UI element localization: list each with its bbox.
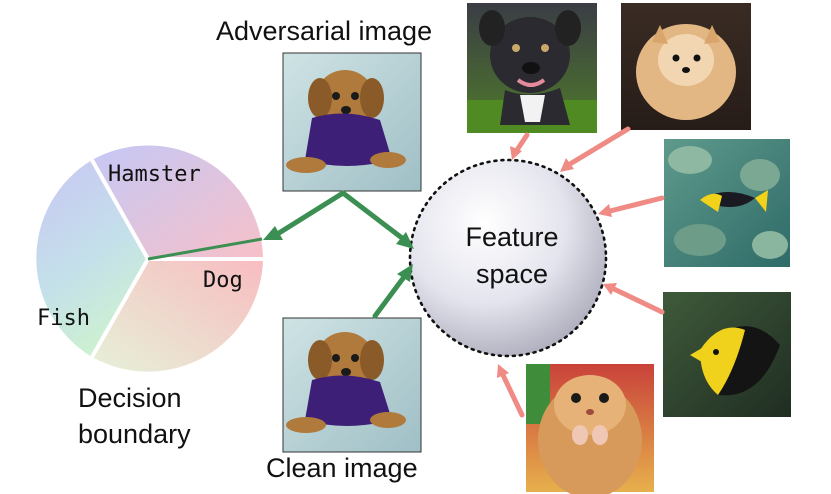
arrow-dog-black-head <box>510 146 522 160</box>
arrow-hamster <box>500 372 525 418</box>
class-label-hamster: Hamster <box>108 162 201 187</box>
arrow-reef-fish-head <box>598 204 612 217</box>
arrow-hamster-head <box>497 364 509 378</box>
arrow-dog-black <box>514 132 530 153</box>
feature-space-sphere: Feature space <box>408 158 608 358</box>
arrow-clean-to-feature <box>372 274 407 319</box>
pie-sector-hamster <box>92 145 263 259</box>
arrow-clean-to-feature-head <box>397 264 413 282</box>
feature-space-label-line2: space <box>476 259 548 289</box>
adversarial-image-label: Adversarial image <box>216 16 432 46</box>
decision-boundary-pie: Hamster Dog Fish <box>36 145 263 372</box>
arrow-pomeranian-head <box>560 158 574 172</box>
class-label-dog: Dog <box>203 268 243 293</box>
arrow-reef-fish <box>607 195 665 214</box>
boundary-line <box>90 258 150 358</box>
decision-boundary-label-line2: boundary <box>78 419 191 449</box>
dog-photo-black <box>467 3 597 133</box>
fish-photo-reef <box>664 139 790 267</box>
class-label-fish: Fish <box>37 306 90 331</box>
decision-boundary-label-line1: Decision <box>78 383 182 413</box>
adversarial-image <box>282 52 422 192</box>
arrow-adversarial-to-feature-head <box>396 232 414 249</box>
green-arrows <box>263 190 414 319</box>
pie-sector-dog <box>92 259 263 372</box>
feature-space-label-line1: Feature <box>465 222 558 252</box>
arrow-angelfish-head <box>603 283 617 295</box>
arrow-angelfish <box>611 286 665 315</box>
arrow-adversarial-to-feature <box>340 190 405 241</box>
clean-image <box>282 317 422 453</box>
clean-image-label: Clean image <box>266 453 418 483</box>
arrow-adversarial-to-pie <box>276 190 346 236</box>
arrow-pomeranian <box>567 126 631 167</box>
arrow-adversarial-to-pie-head <box>263 226 283 240</box>
fish-photo-angelfish <box>663 292 791 417</box>
boundary-line <box>90 159 150 260</box>
red-arrows <box>497 126 665 418</box>
dog-photo-pomeranian <box>621 3 751 130</box>
adversarial-decision-line <box>147 237 263 261</box>
hamster-photo <box>526 364 654 494</box>
